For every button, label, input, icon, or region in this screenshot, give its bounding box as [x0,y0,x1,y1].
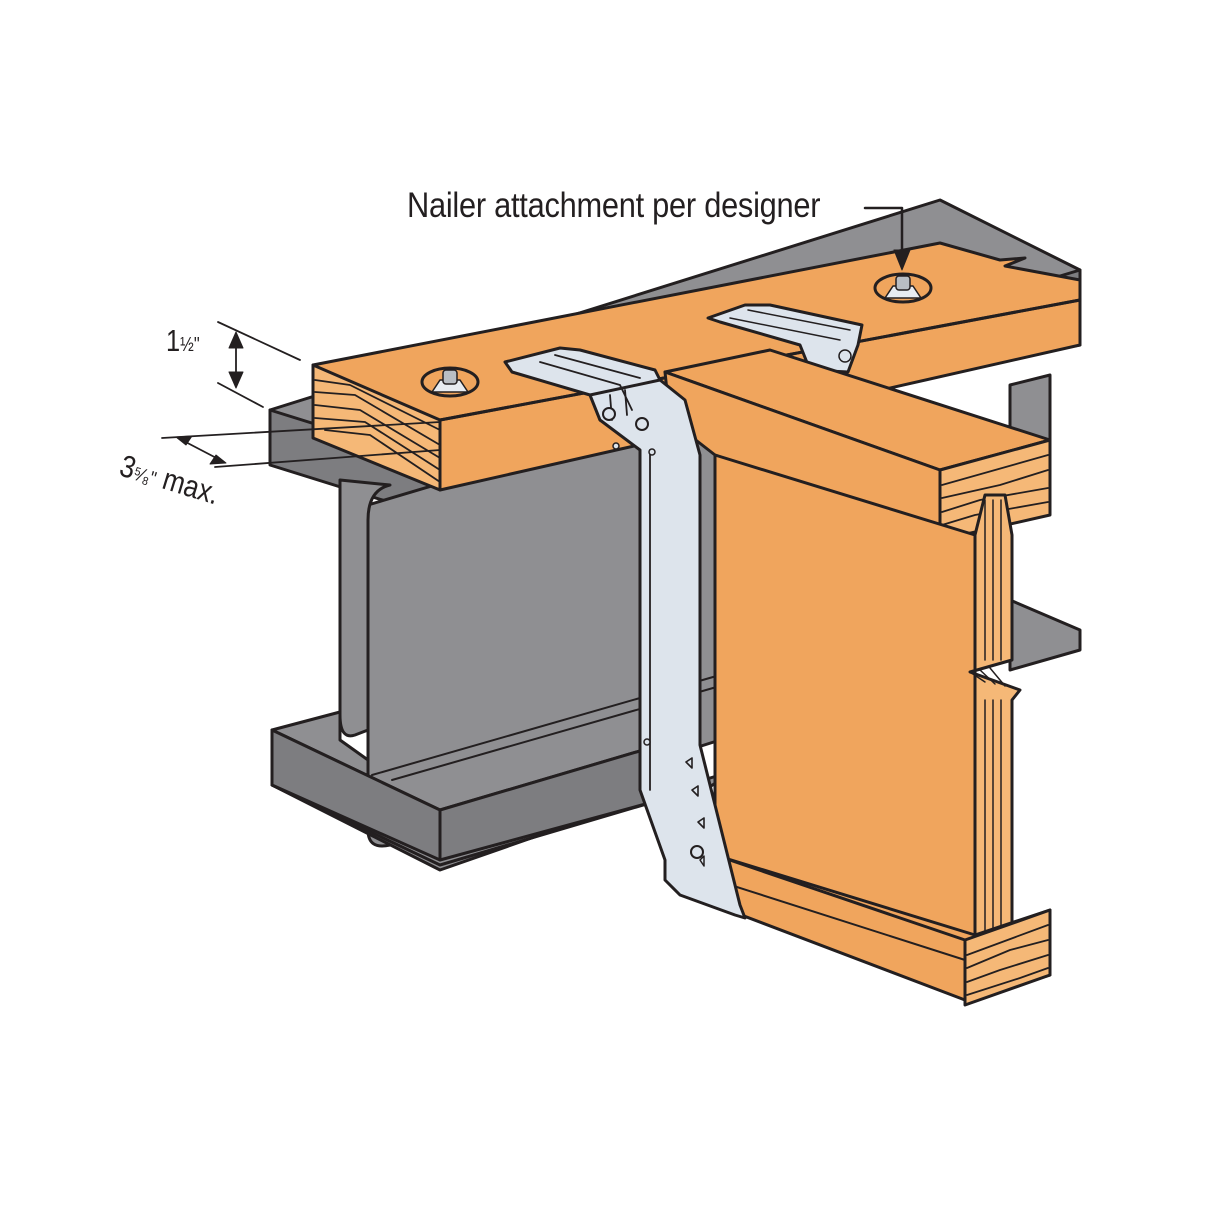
anchor-bolt-left [420,366,480,398]
top-flange-hanger-back [706,303,864,374]
dimension-fraction: ½" [180,334,200,356]
dimension-nailer-thickness [217,321,301,408]
dimension-label-nailer-thickness: 1½" [166,323,200,359]
callout-leader [863,206,911,271]
dimension-whole: 1 [166,323,181,358]
dimension-max-flange [161,421,441,468]
anchor-bolt-right [873,272,933,304]
i-joist [663,348,1052,1007]
callout-nailer-attachment: Nailer attachment per designer [407,186,821,225]
i-joist-top-flange-end [938,438,1052,542]
i-joist-web-edge [968,493,1022,992]
top-flange-hanger [503,346,747,920]
i-joist-bottom-flange-end [963,908,1052,1007]
